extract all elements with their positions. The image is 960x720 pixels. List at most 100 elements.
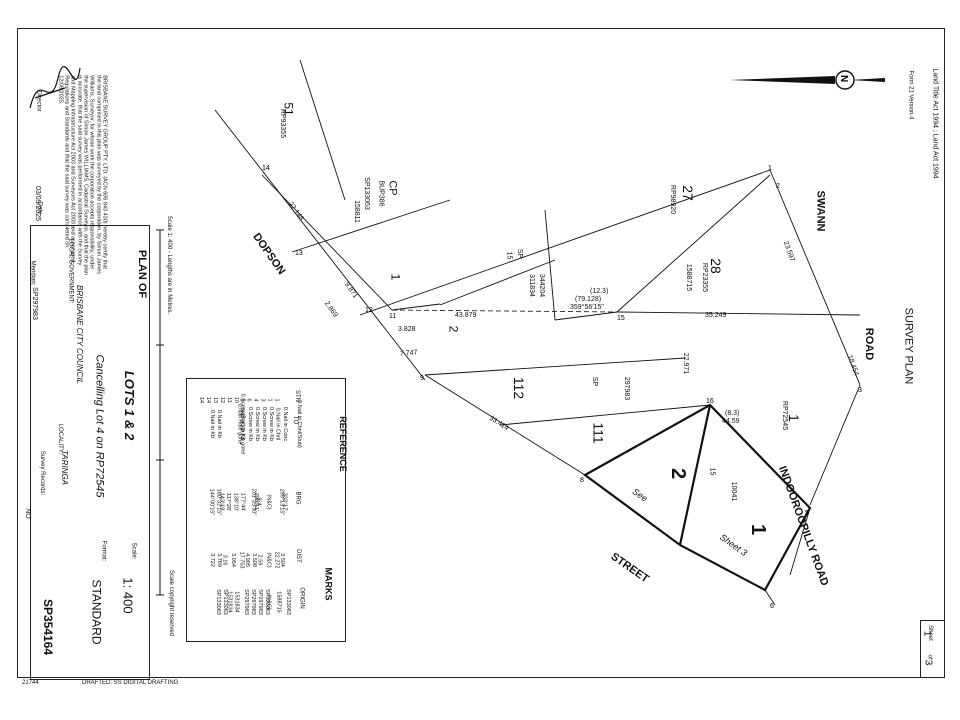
dim-4459: 44.59	[722, 418, 740, 425]
dashed-boundary	[391, 309, 618, 313]
reference-cell: 3	[259, 398, 266, 402]
locality: TARINGA	[59, 450, 69, 485]
reference-cell: 3.054	[229, 553, 236, 567]
reference-cell: 299°13'15"	[278, 488, 285, 516]
lot-1-new: 1	[747, 523, 770, 536]
dim-79128: (79.128)	[575, 296, 602, 303]
scale-bar-icon	[156, 229, 164, 596]
svg-text:14: 14	[262, 165, 270, 172]
local-gov-label: LOCAL GOVERNMENT:	[67, 238, 74, 304]
dim-bearing: 359°56'15"	[570, 304, 604, 311]
reference-cell: SP297983	[242, 589, 249, 615]
reference-col-header: DIST	[294, 549, 301, 563]
svg-text:1: 1	[768, 165, 772, 172]
scale-copyright: Scale copyright reserved	[168, 569, 175, 637]
reference-cell: 0.Nail in Chnl	[274, 407, 281, 441]
reference-cell: (N&C)	[265, 494, 272, 510]
reference-cell: 0.Screw(Bolt) in Kb gone	[239, 393, 246, 455]
reference-cell: 12	[219, 396, 226, 404]
local-gov: BRISBANE CITY COUNCIL	[74, 285, 84, 384]
reference-cell: SP133063	[263, 589, 270, 615]
reference-cell: 177°44'	[239, 492, 246, 512]
scale-label: Scale:	[130, 542, 137, 560]
signer-label: Director	[35, 90, 42, 112]
scale-value: 1: 400	[120, 577, 136, 614]
svg-text:13: 13	[295, 250, 303, 257]
lot-15: 15	[708, 467, 716, 476]
plan-of-label: PLAN OF	[136, 249, 149, 299]
reference-cell: 22.272	[273, 551, 280, 569]
reference-cell: 3.769	[215, 553, 222, 567]
meridian-label: Meridian:	[29, 260, 36, 286]
meridian: SP297983	[30, 287, 38, 320]
reference-cell: (N&C)	[265, 552, 272, 568]
lot-27-plan: RP98920	[669, 184, 677, 215]
reference-cell: 2.59	[256, 554, 263, 566]
dim-123: (12.3)	[590, 288, 609, 295]
survey-records-label: Survey Records:	[39, 450, 46, 496]
street-swann: SWANN	[814, 190, 827, 232]
sheet-box	[920, 620, 945, 678]
marks-title: MARKS	[323, 567, 334, 601]
sp-mid-label: SP	[591, 376, 599, 387]
reference-cell: 0.Screw in Kb	[267, 407, 274, 441]
reference-cell: 13	[212, 396, 219, 404]
new-lots-outline	[582, 403, 812, 592]
reference-cell: 0.Nail in Kb	[216, 409, 223, 439]
reference-cell: SP133063	[221, 589, 228, 615]
svg-text:9: 9	[420, 375, 424, 382]
lot-cp-plan1: BUP386	[377, 180, 385, 207]
title-block	[30, 225, 150, 680]
lot-1-top: 1	[785, 414, 802, 422]
reference-cell: 1	[273, 398, 280, 402]
reference-cell: 14	[205, 396, 212, 404]
svg-text:6: 6	[770, 603, 774, 610]
reference-cell: 10	[233, 396, 240, 404]
format-value: STANDARD	[89, 579, 104, 645]
lot-28-plan2: 1588715	[685, 263, 693, 292]
dim-83: (8.3)	[725, 410, 740, 417]
lot-cp-plan2: SP133063	[362, 177, 370, 210]
reference-cell: 117°28'	[225, 492, 232, 512]
plan-lots: LOTS 1 & 2	[122, 370, 138, 441]
director-signature-icon	[29, 65, 81, 109]
svg-text:8: 8	[580, 477, 584, 484]
reference-cell: 17.753	[238, 551, 245, 569]
survey-records: NO	[23, 508, 31, 519]
lot-2-new: 2	[667, 467, 690, 480]
area-311834: 311834	[527, 274, 535, 297]
lot-28-plan1: RP23355	[701, 262, 709, 293]
reference-cell: 0.Nail in Kb	[209, 409, 216, 439]
reference-cell: 1531834	[233, 591, 240, 613]
reference-cell: 6	[245, 398, 252, 402]
lot-27: 27	[679, 185, 696, 201]
reference-cell: 144°00'15"	[208, 488, 215, 516]
svg-text:16: 16	[706, 398, 714, 405]
svg-text:15: 15	[617, 315, 625, 322]
reference-cell: 1588715	[275, 591, 282, 613]
svg-text:N: N	[838, 75, 849, 82]
reference-cell: SP297983	[249, 589, 256, 615]
lot-cp: CP	[386, 180, 399, 196]
lot-2-small: 2	[446, 325, 461, 333]
reference-cell: 201°25'30"	[250, 488, 257, 516]
svg-text:11: 11	[389, 313, 396, 320]
reference-cell: 11	[225, 397, 232, 403]
reference-cell: 14	[198, 396, 205, 404]
reference-cell: SP133063	[214, 589, 221, 615]
dim-3828: 3.828	[398, 326, 416, 333]
plan-number: SP354164	[41, 598, 56, 656]
left-boundary-line	[214, 109, 426, 381]
area-344204: 344204	[538, 273, 546, 298]
reference-cell: SP133063	[284, 589, 291, 615]
north-arrow-icon: N	[730, 70, 885, 90]
lot-111: 111	[590, 422, 607, 444]
area-10041: 10041	[730, 481, 738, 502]
date-label: Date	[36, 201, 43, 215]
reference-title: REFERENCE	[337, 416, 348, 472]
reference-cell: 0.Nail in Conc	[282, 406, 289, 442]
reference-cell: 0.Screw in Kb	[246, 407, 253, 441]
lot-51-plan: RP93355	[279, 108, 287, 139]
